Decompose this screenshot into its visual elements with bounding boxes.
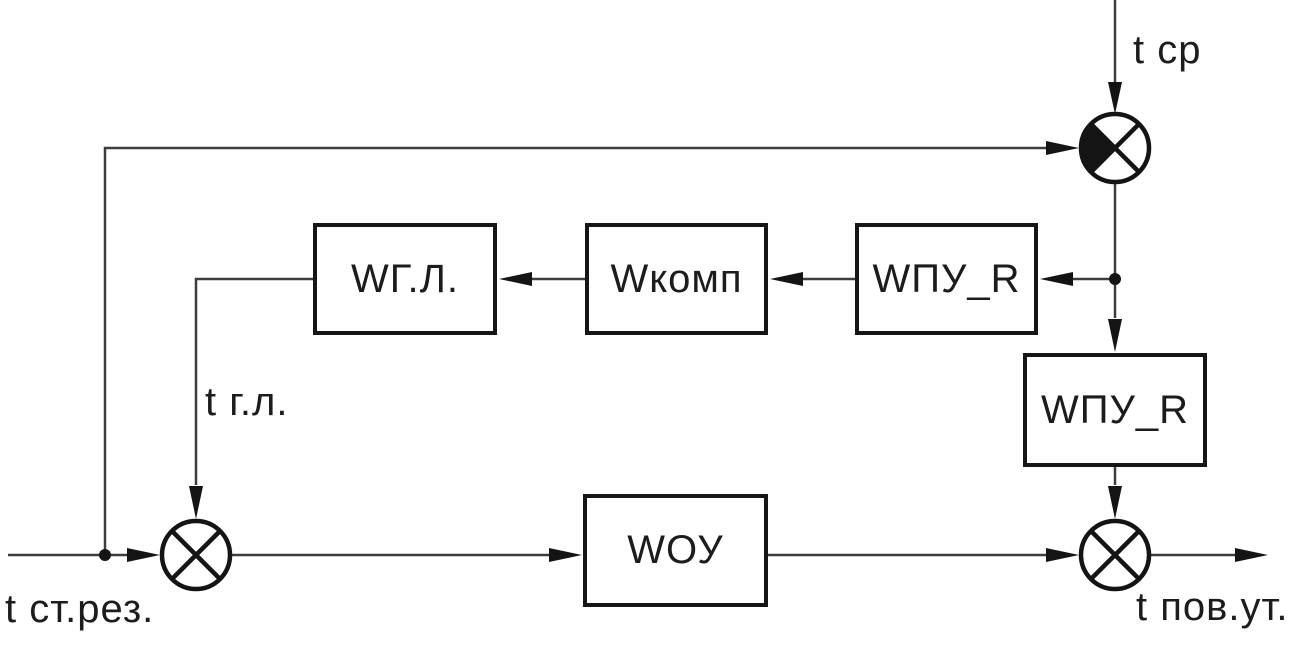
- sum-junction-bottom-left: [159, 518, 233, 592]
- block-wou: WОУ: [583, 494, 768, 607]
- connector-lines: [8, 0, 1236, 557]
- branch-dot-right: [1109, 273, 1121, 285]
- arrow-right-into-sum2: [127, 548, 160, 562]
- sum3-cross: [1089, 529, 1141, 581]
- arrow-left-into-wkomp: [770, 272, 803, 286]
- arrow-left-into-wpur-top: [1040, 272, 1073, 286]
- branch-dot-left: [99, 549, 111, 561]
- sum-junction-bottom-right: [1078, 518, 1152, 592]
- arrowheads: [127, 82, 1268, 562]
- arrow-output-right: [1235, 548, 1268, 562]
- arrow-left-into-wgl: [499, 272, 532, 286]
- wire-wgl-to-sum2: [194, 277, 313, 485]
- sum1-cross: [1089, 122, 1141, 174]
- branch-dots: [99, 273, 1121, 561]
- arrow-right-into-wou: [549, 548, 582, 562]
- arrow-down-into-sum3: [1108, 486, 1122, 519]
- block-wpu-r-right: WПУ_R: [1023, 353, 1207, 467]
- arrow-down-into-sum1: [1108, 82, 1122, 114]
- sum1-filled-quadrant: [1081, 124, 1115, 172]
- label-t-sr: t ср: [1133, 28, 1202, 72]
- block-wgl: WГ.Л.: [313, 223, 497, 335]
- arrow-right-into-sum1: [1046, 141, 1079, 155]
- label-t-pov-ut: t пов.ут.: [1136, 585, 1289, 629]
- block-wkomp: Wкомп: [585, 223, 768, 335]
- arrow-right-into-sum3: [1046, 548, 1079, 562]
- wire-feedback-top: [103, 146, 1046, 555]
- arrow-down-into-sum2: [189, 486, 203, 519]
- sum-junction-top: [1078, 111, 1152, 185]
- label-t-st-rez: t ст.рез.: [5, 587, 155, 631]
- sum2-cross: [170, 529, 222, 581]
- label-t-gl: t г.л.: [205, 380, 289, 424]
- arrow-down-into-wpur-right: [1108, 319, 1122, 352]
- block-wpu-r-top: WПУ_R: [855, 223, 1038, 335]
